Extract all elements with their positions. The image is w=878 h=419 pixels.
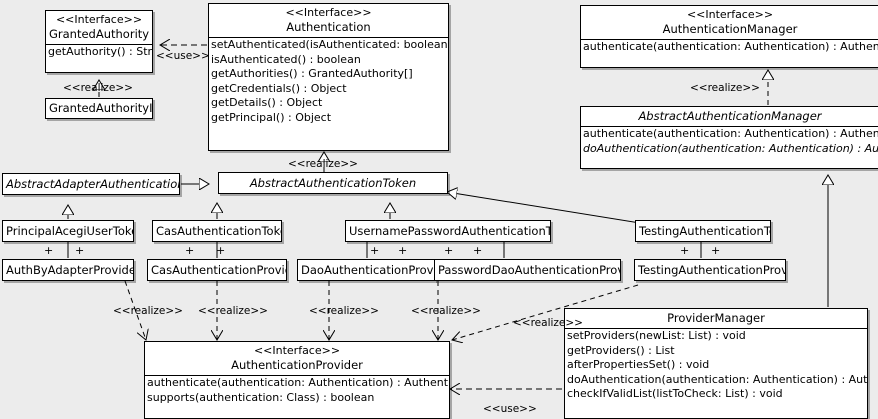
class-box-testing-authentication-provider[interactable]: TestingAuthenticationProvider	[634, 259, 786, 281]
edge-label-realize-dao-authentication-provider: <<realize>>	[309, 305, 379, 317]
operation-row: afterPropertiesSet() : void	[567, 358, 710, 372]
class-header-authentication: <<Interface>> Authentication	[209, 4, 448, 37]
class-box-granted-authority[interactable]: <<Interface>> GrantedAuthority getAuthor…	[45, 10, 153, 73]
class-name-label: GrantedAuthority	[49, 27, 150, 41]
class-name-label: DaoAuthenticationProvider	[301, 263, 434, 277]
operation-row: getAuthority() : String	[48, 45, 153, 58]
class-box-authentication[interactable]: <<Interface>> Authentication setAuthenti…	[208, 3, 449, 151]
operations-compartment: authenticate(authentication: Authenticat…	[581, 40, 878, 55]
compartment-divider	[565, 328, 867, 329]
operations-compartment: authenticate(authentication: Authenticat…	[145, 376, 449, 405]
class-box-authentication-provider[interactable]: <<Interface>> AuthenticationProvider aut…	[144, 341, 450, 419]
operation-row: getAuthorities() : GrantedAuthority[]	[211, 67, 413, 81]
operation-row: getDetails() : Object	[211, 96, 323, 110]
association-mark-username-password-left-1: +	[370, 244, 380, 257]
operation-row: authenticate(authentication: Authenticat…	[583, 40, 878, 53]
class-box-testing-authentication-token[interactable]: TestingAuthenticationToken	[635, 220, 771, 242]
class-name-label: UsernamePasswordAuthenticationToken	[349, 224, 551, 238]
stereotype-label: <<Interface>>	[686, 8, 774, 21]
class-name-label: AbstractAdapterAuthenticationToken	[6, 177, 179, 191]
association-mark-username-password-right-2: +	[473, 244, 483, 257]
stereotype-label: <<Interface>>	[55, 13, 143, 26]
stereotype-label: <<Interface>>	[285, 6, 372, 19]
association-mark-username-password-right-1: +	[444, 244, 454, 257]
compartment-divider	[46, 44, 152, 45]
stereotype-label: <<Interface>>	[253, 344, 341, 357]
class-name-label: GrantedAuthorityImpl	[49, 101, 153, 115]
class-name-label: PasswordDaoAuthenticationProvider	[438, 263, 620, 277]
operation-row: getPrincipal() : Object	[211, 110, 332, 124]
association-mark-cas-right: +	[216, 244, 226, 257]
class-name-label: AbstractAuthenticationToken	[249, 176, 417, 190]
class-box-authentication-manager[interactable]: <<Interface>> AuthenticationManager auth…	[580, 5, 878, 68]
operation-row: getProviders() : List	[567, 343, 675, 357]
operation-row: isAuthenticated() : boolean	[211, 52, 361, 66]
class-box-principal-acegi-user-token[interactable]: PrincipalAcegiUserToken	[2, 220, 134, 242]
operation-row: authenticate(authentication: Authenticat…	[583, 127, 878, 140]
class-name-label: Authentication	[286, 20, 371, 34]
edge-label-realize-abstract-authentication-token: <<realize>>	[288, 158, 358, 170]
association-mark-username-password-left-2: +	[398, 244, 408, 257]
class-name-label: ProviderManager	[667, 311, 765, 325]
class-name-label: AuthByAdapterProvider	[6, 263, 134, 277]
edge-label-realize-auth-by-adapter-provider: <<realize>>	[113, 305, 183, 317]
class-name-label: TestingAuthenticationToken	[639, 224, 770, 238]
operations-compartment: authenticate(authentication: Authenticat…	[581, 127, 878, 156]
operation-row: setAuthenticated(isAuthenticated: boolea…	[211, 38, 449, 51]
operations-compartment: getAuthority() : String	[46, 45, 152, 60]
class-name-label: AbstractAuthenticationManager	[638, 109, 822, 123]
class-box-cas-authentication-provider[interactable]: CasAuthenticationProvider	[147, 259, 287, 281]
operations-compartment: setProviders(newList: List) : void getPr…	[565, 329, 867, 402]
edge-label-realize-password-dao-authentication-provider: <<realize>>	[411, 305, 481, 317]
class-name-label: CasAuthenticationToken	[156, 224, 282, 238]
edge-label-realize-cas-authentication-provider: <<realize>>	[198, 305, 268, 317]
class-box-abstract-authentication-manager[interactable]: AbstractAuthenticationManager authentica…	[580, 106, 878, 169]
class-header-authentication-provider: <<Interface>> AuthenticationProvider	[145, 342, 449, 375]
class-box-granted-authority-impl[interactable]: GrantedAuthorityImpl	[45, 98, 153, 119]
edge-label-use-provider-manager: <<use>>	[483, 403, 537, 415]
class-box-abstract-authentication-token[interactable]: AbstractAuthenticationToken	[218, 172, 448, 194]
operation-row: supports(authentication: Class) : boolea…	[147, 390, 375, 404]
association-mark-testing-right: +	[711, 244, 721, 257]
class-box-auth-by-adapter-provider[interactable]: AuthByAdapterProvider	[2, 259, 134, 281]
edge-label-realize-abstract-authentication-manager: <<realize>>	[690, 82, 760, 94]
compartment-divider	[145, 375, 449, 376]
compartment-divider	[581, 39, 878, 40]
association-mark-testing-left: +	[680, 244, 690, 257]
edge-label-realize-testing-authentication-provider: <<realize>>	[513, 317, 583, 329]
class-box-dao-authentication-provider[interactable]: DaoAuthenticationProvider	[297, 259, 435, 281]
operation-row: doAuthentication(authentication: Authent…	[567, 372, 868, 386]
compartment-divider	[581, 126, 878, 127]
class-name-label: CasAuthenticationProvider	[151, 263, 286, 277]
operation-row: doAuthentication(authentication: Authent…	[583, 141, 878, 155]
association-mark-principal-acegi-left: +	[44, 244, 54, 257]
operation-row: setProviders(newList: List) : void	[567, 329, 746, 342]
class-box-abstract-adapter-authentication-token[interactable]: AbstractAdapterAuthenticationToken	[2, 173, 180, 195]
class-name-label: AuthenticationManager	[662, 22, 798, 36]
class-header-granted-authority: <<Interface>> GrantedAuthority	[46, 11, 152, 44]
class-box-password-dao-authentication-provider[interactable]: PasswordDaoAuthenticationProvider	[434, 259, 621, 281]
operation-row: authenticate(authentication: Authenticat…	[147, 376, 449, 389]
operation-row: checkIfValidList(listToCheck: List) : vo…	[567, 387, 783, 401]
class-box-cas-authentication-token[interactable]: CasAuthenticationToken	[152, 220, 282, 242]
compartment-divider	[209, 37, 448, 38]
edge-label-realize-granted-authority-impl: <<realize>>	[63, 82, 133, 94]
association-mark-principal-acegi-right: +	[75, 244, 85, 257]
class-box-provider-manager[interactable]: ProviderManager setProviders(newList: Li…	[564, 308, 868, 419]
operation-row: getCredentials() : Object	[211, 81, 347, 95]
class-box-username-password-authentication-token[interactable]: UsernamePasswordAuthenticationToken	[345, 220, 551, 242]
class-header-authentication-manager: <<Interface>> AuthenticationManager	[581, 6, 878, 39]
class-name-label: AuthenticationProvider	[231, 358, 363, 372]
association-mark-cas-left: +	[185, 244, 195, 257]
class-name-label: TestingAuthenticationProvider	[638, 263, 786, 277]
operations-compartment: setAuthenticated(isAuthenticated: boolea…	[209, 38, 448, 126]
class-name-label: PrincipalAcegiUserToken	[6, 224, 134, 238]
edge-label-use-granted-authority: <<use>>	[156, 50, 210, 62]
